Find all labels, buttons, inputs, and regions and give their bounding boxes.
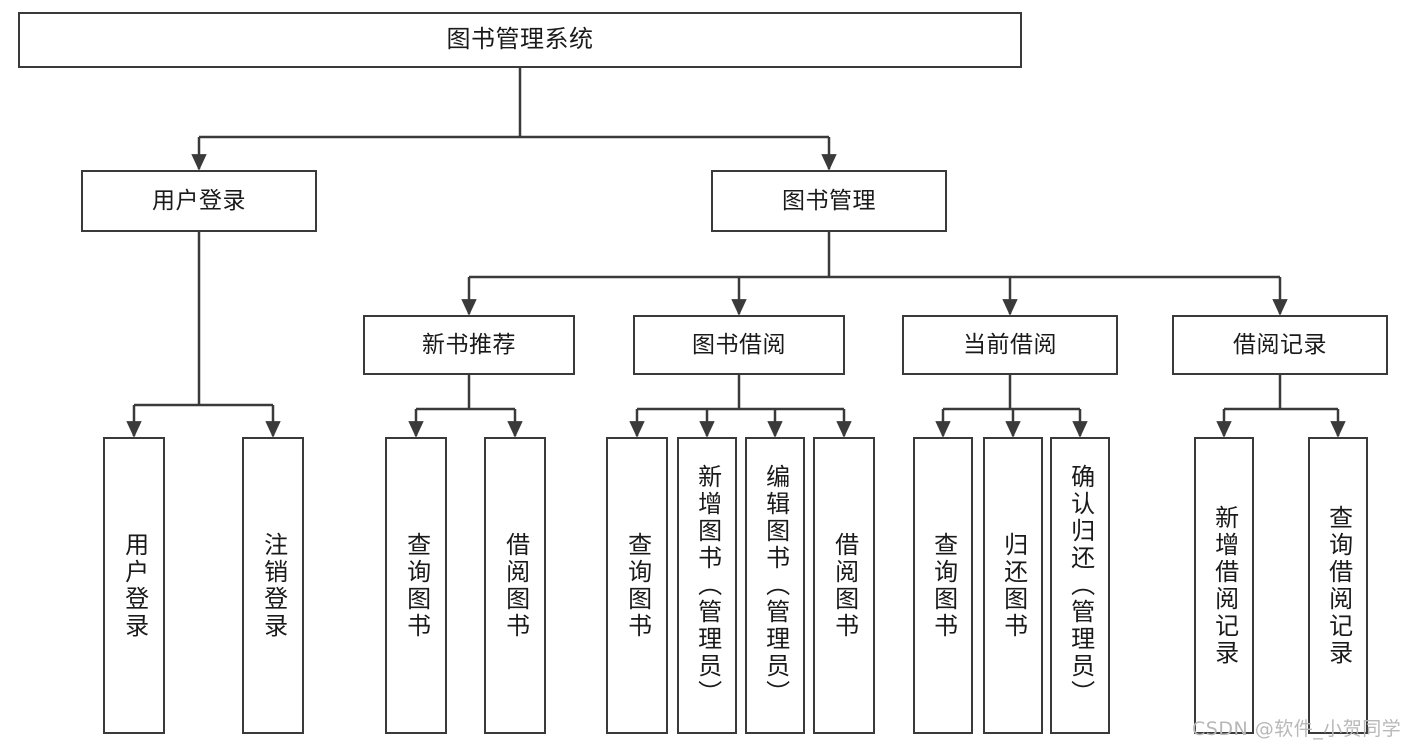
node-label: 新书推荐 <box>422 331 516 358</box>
node-book-borrow[interactable]: 图书借阅 <box>633 315 845 375</box>
node-leaf-edit-book[interactable]: 编辑图书（管理员） <box>745 437 805 734</box>
node-leaf-add-book[interactable]: 新增图书（管理员） <box>677 437 737 734</box>
node-leaf-query-book-current[interactable]: 查询图书 <box>913 437 973 734</box>
node-label: 图书管理 <box>782 187 876 214</box>
node-label: 查询借阅记录 <box>1324 504 1353 667</box>
node-label: 归还图书 <box>999 531 1028 640</box>
node-leaf-return-book[interactable]: 归还图书 <box>983 437 1043 734</box>
node-label: 查询图书 <box>623 531 652 640</box>
node-label: 注销登录 <box>259 531 288 640</box>
node-label: 查询图书 <box>929 531 958 640</box>
node-leaf-add-borrow-record[interactable]: 新增借阅记录 <box>1194 437 1254 734</box>
node-label: 编辑图书（管理员） <box>761 464 790 707</box>
node-leaf-user-login[interactable]: 用户登录 <box>103 437 165 734</box>
node-label: 用户登录 <box>152 187 246 214</box>
node-leaf-query-book-borrow[interactable]: 查询图书 <box>606 437 668 734</box>
node-label: 借阅记录 <box>1233 331 1327 358</box>
node-label: 新增图书（管理员） <box>693 464 722 707</box>
node-label: 图书管理系统 <box>446 25 594 54</box>
node-leaf-confirm-return[interactable]: 确认归还（管理员） <box>1050 437 1110 734</box>
csdn-watermark: CSDN @软件_小贺同学 <box>1192 718 1402 740</box>
node-label: 用户登录 <box>120 531 149 640</box>
node-leaf-borrow-book[interactable]: 借阅图书 <box>813 437 875 734</box>
node-label: 新增借阅记录 <box>1210 504 1239 667</box>
node-leaf-query-borrow-record[interactable]: 查询借阅记录 <box>1308 437 1368 734</box>
node-current-borrow[interactable]: 当前借阅 <box>902 315 1118 375</box>
node-root[interactable]: 图书管理系统 <box>18 12 1022 68</box>
node-label: 查询图书 <box>402 531 431 640</box>
node-leaf-query-book-recommend[interactable]: 查询图书 <box>385 437 447 734</box>
node-new-book-recommend[interactable]: 新书推荐 <box>363 315 575 375</box>
node-label: 借阅图书 <box>501 531 530 640</box>
node-label: 图书借阅 <box>692 331 786 358</box>
node-leaf-logout[interactable]: 注销登录 <box>242 437 304 734</box>
node-label: 确认归还（管理员） <box>1066 464 1095 707</box>
node-label: 借阅图书 <box>830 531 859 640</box>
node-book-management[interactable]: 图书管理 <box>711 170 947 232</box>
node-borrow-record[interactable]: 借阅记录 <box>1172 315 1388 375</box>
node-leaf-borrow-book-recommend[interactable]: 借阅图书 <box>484 437 546 734</box>
node-user-login[interactable]: 用户登录 <box>81 170 317 232</box>
node-label: 当前借阅 <box>963 331 1057 358</box>
